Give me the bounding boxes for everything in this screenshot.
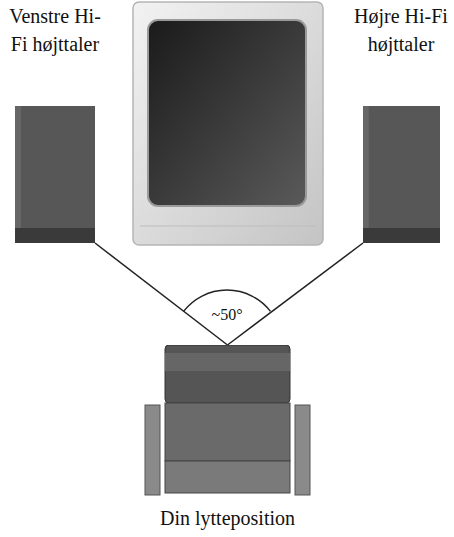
speaker-left: Venstre Hi-Fi højttaler: [3, 2, 107, 243]
sight-line: [228, 243, 364, 345]
television: [133, 2, 323, 245]
speaker-right: Højre Hi-Fi højttaler: [350, 2, 452, 243]
listening-chair-body: [140, 345, 315, 500]
speaker-label: Højre Hi-Fi højttaler: [350, 2, 452, 58]
chair-shape: [140, 345, 315, 500]
speaker-label: Venstre Hi-Fi højttaler: [3, 2, 107, 58]
position-label: Din lytteposition: [110, 504, 345, 532]
angle-label: ~50°: [192, 306, 262, 324]
speaker-shape: [15, 106, 95, 243]
speaker-right-body: [363, 106, 440, 243]
sight-line: [95, 243, 228, 345]
speaker-left-body: [15, 106, 95, 243]
speaker-shape: [363, 106, 440, 243]
listening-chair: Din lytteposition: [140, 345, 315, 534]
